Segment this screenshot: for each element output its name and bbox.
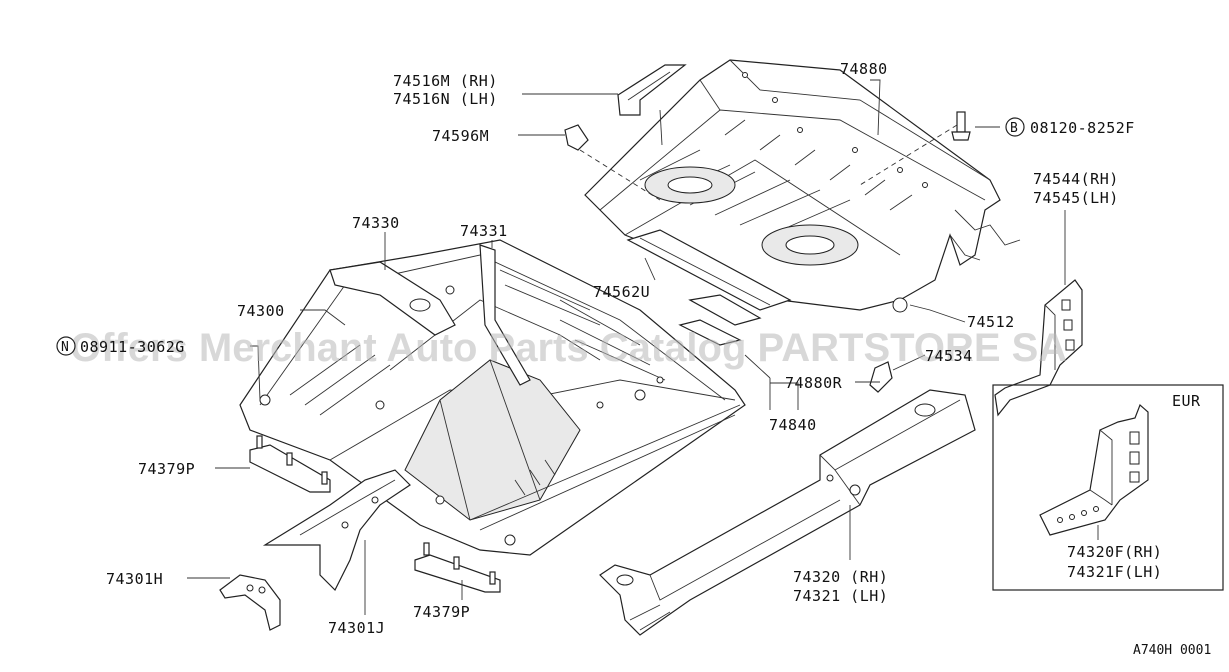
label-74596m: 74596M — [432, 127, 489, 145]
bolt-symbol-icon — [1005, 117, 1025, 137]
label-74300: 74300 — [237, 302, 285, 320]
leader-lines — [187, 79, 1099, 615]
label-74512: 74512 — [967, 313, 1015, 331]
bracket-74516 — [617, 64, 687, 116]
label-74840: 74840 — [769, 416, 817, 434]
label-08120: 08120-8252F — [1030, 119, 1135, 137]
label-08911: 08911-3062G — [80, 338, 185, 356]
eur-box-label: EUR — [1172, 392, 1201, 410]
label-74545: 74545(LH) — [1033, 189, 1119, 207]
front-floor-assembly — [239, 239, 746, 556]
label-74516m: 74516M (RH) — [393, 72, 498, 90]
label-74516n: 74516N (LH) — [393, 90, 498, 108]
label-74880r: 74880R — [785, 374, 843, 392]
clip-74596m — [564, 124, 661, 201]
side-member-74320 — [599, 389, 976, 636]
label-74320f: 74320F(RH) — [1067, 543, 1162, 561]
side-bracket-74544 — [994, 279, 1083, 417]
watermark-text: Offers Merchant Auto Parts Catalog PARTS… — [70, 326, 1067, 370]
nut-symbol-icon — [56, 336, 76, 356]
label-74320: 74320 (RH) — [793, 568, 888, 586]
label-74331: 74331 — [460, 222, 508, 240]
bolt-symbol-letter: B — [1010, 121, 1018, 136]
cross-member-74562u — [626, 229, 792, 346]
front-crossmember-74301 — [219, 469, 411, 631]
label-74330: 74330 — [352, 214, 400, 232]
nut-symbol-letter: N — [61, 340, 69, 355]
bolt-08120 — [859, 111, 971, 186]
label-74379p-top: 74379P — [138, 460, 195, 478]
label-74562u: 74562U — [593, 283, 650, 301]
bracket-74379p-top — [249, 435, 331, 493]
label-74379p-bottom: 74379P — [413, 603, 470, 621]
label-74544: 74544(RH) — [1033, 170, 1119, 188]
label-74880: 74880 — [840, 60, 888, 78]
reference-code: A740H 0001 — [1133, 643, 1211, 658]
eur-variant-box: EUR — [992, 384, 1224, 591]
label-74301j: 74301J — [328, 619, 385, 637]
side-member-74320f — [1039, 403, 1149, 536]
label-74534: 74534 — [925, 347, 973, 365]
label-74321f: 74321F(LH) — [1067, 563, 1162, 581]
label-74301h: 74301H — [106, 570, 163, 588]
label-74321: 74321 (LH) — [793, 587, 888, 605]
rear-floor-pan — [584, 59, 1021, 313]
bracket-74379p-bottom — [414, 542, 501, 593]
